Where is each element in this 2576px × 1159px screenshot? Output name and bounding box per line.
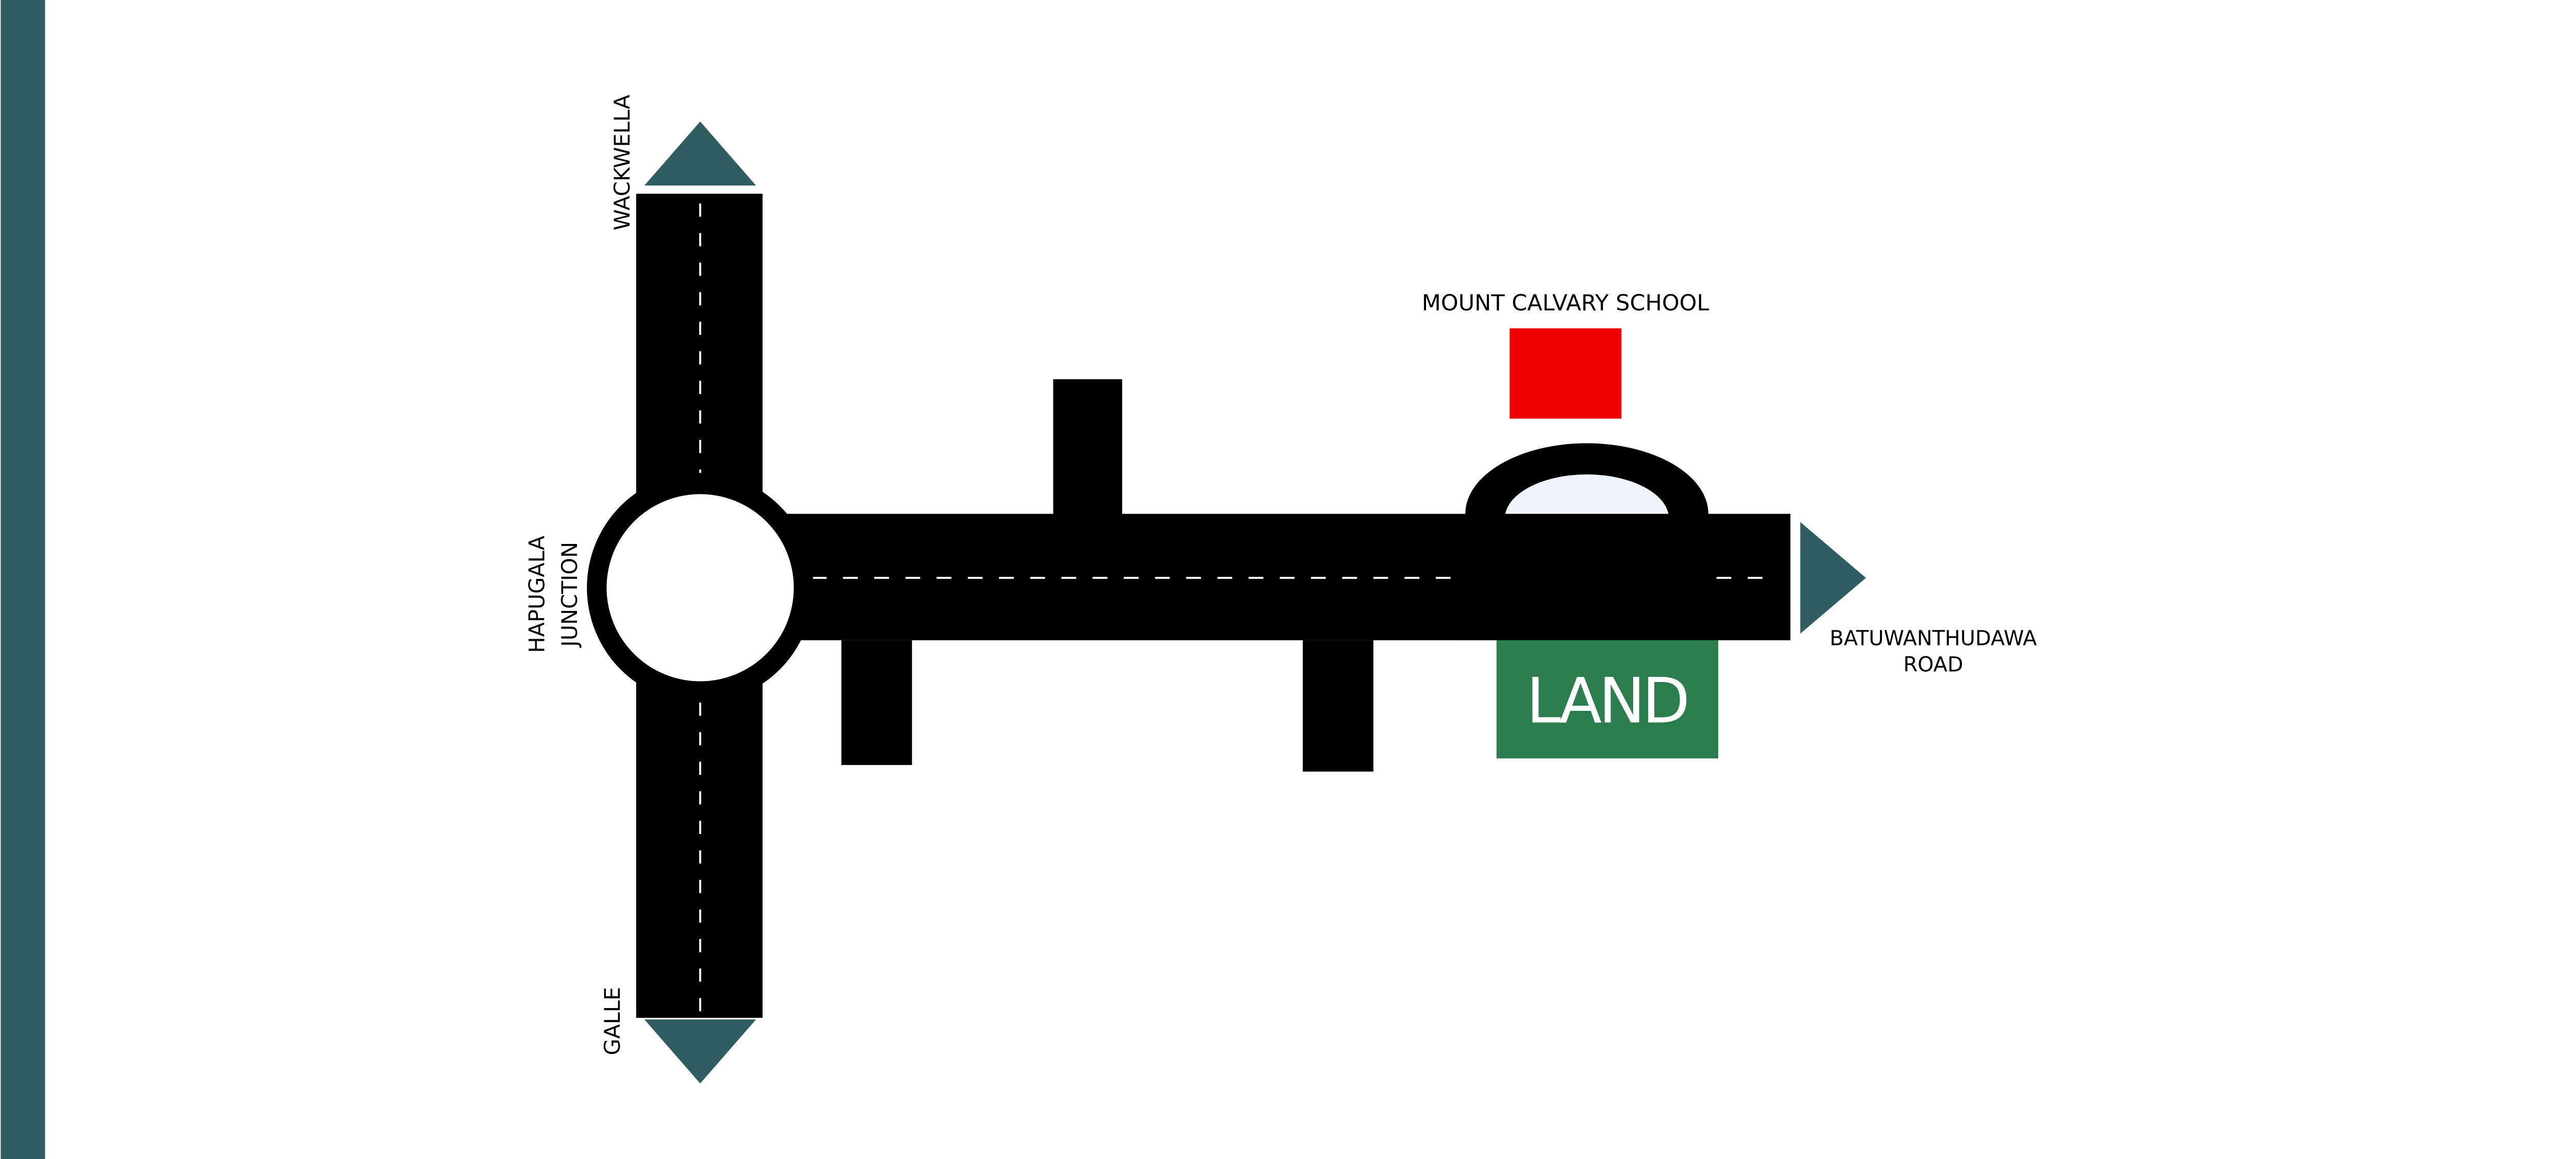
north-destination-label: WACKWELLA: [610, 95, 635, 230]
land-marker: [1496, 640, 1718, 759]
side-road-north: [1053, 379, 1123, 514]
arrow-south-icon: [644, 1019, 756, 1084]
school-label: MOUNT CALVARY SCHOOL: [1422, 290, 1709, 316]
junction-label-line2: JUNCTION: [557, 542, 582, 649]
accent-side-bar: [1, 0, 45, 1159]
roundabout-island: [606, 494, 794, 681]
side-road-south-2: [1302, 640, 1374, 772]
south-destination-label: GALLE: [600, 987, 625, 1055]
school-marker: [1510, 328, 1621, 419]
road-horizontal-overlap: [1462, 514, 1712, 640]
land-label: LAND: [1527, 664, 1687, 737]
east-destination-label-line2: ROAD: [1903, 653, 1963, 676]
east-destination-label-line1: BATUWANTHUDAWA: [1829, 626, 2037, 650]
arrow-east-icon: [1800, 522, 1866, 634]
side-road-south-1: [841, 640, 912, 765]
junction-label-line1: HAPUGALA: [524, 536, 549, 653]
arrow-north-icon: [644, 121, 756, 186]
